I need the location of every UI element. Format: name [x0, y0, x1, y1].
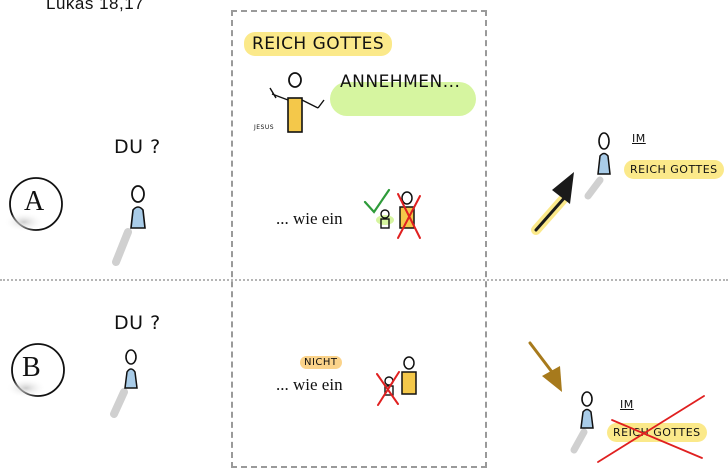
row-b-negation: NICHT — [300, 356, 342, 369]
target-person-icon — [584, 132, 611, 200]
jesus-label: JESUS — [254, 124, 275, 131]
arrow-up-icon — [531, 172, 574, 235]
cross-out-icon — [376, 371, 400, 406]
center-verb: ANNEHMEN... — [340, 72, 461, 92]
person-b-icon — [110, 349, 138, 418]
row-b-letter: B — [22, 352, 41, 383]
adult-figure-icon — [401, 356, 417, 395]
adult-figure-icon — [399, 191, 415, 229]
target-person-icon — [570, 391, 594, 454]
row-b-comparison: ... wie ein — [276, 375, 343, 394]
bible-reference: Lukas 18,17 — [46, 0, 145, 13]
row-b-question: DU ? — [114, 312, 161, 334]
jesus-figure-icon — [269, 72, 325, 133]
center-title: REICH GOTTES — [244, 32, 393, 56]
row-a-letter: A — [24, 186, 45, 217]
child-figure-icon — [376, 209, 394, 229]
center-panel-frame — [231, 10, 487, 468]
arrow-down-icon — [528, 341, 562, 392]
annehmen-highlight — [330, 82, 476, 116]
cross-out-icon — [597, 395, 705, 463]
row-a-comparison: ... wie ein — [276, 209, 343, 228]
cross-out-icon — [397, 193, 421, 239]
row-b-im: IM — [620, 398, 634, 411]
row-a-question: DU ? — [114, 136, 161, 158]
row-a-place: REICH GOTTES — [624, 160, 724, 179]
row-a-letter-shadow — [4, 212, 44, 232]
row-a-im: IM — [632, 132, 646, 145]
row-b-letter-shadow — [6, 378, 46, 398]
row-divider — [0, 279, 728, 281]
checkmark-icon — [363, 188, 391, 214]
person-a-icon — [112, 185, 146, 266]
